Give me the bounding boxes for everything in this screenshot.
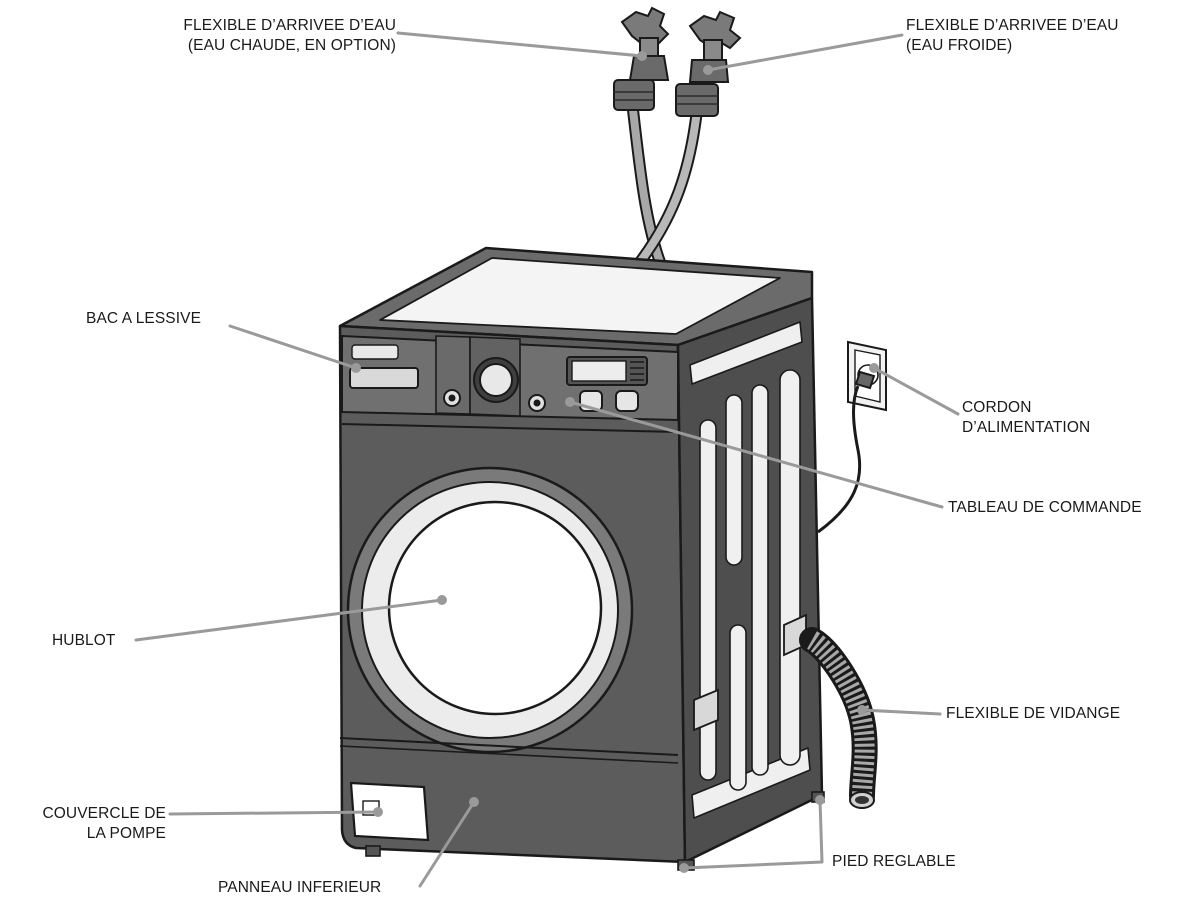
label-power-cord-line1: CORDON (962, 399, 1032, 416)
leader-dots (351, 51, 879, 873)
leader-feet (682, 798, 824, 870)
leader-hot-hose (396, 31, 644, 58)
power-outlet (847, 340, 887, 412)
leader-cold-hose (706, 33, 904, 72)
label-control-panel: TABLEAU DE COMMANDE (948, 499, 1142, 516)
label-cold-water-hose-line2: (EAU FROIDE) (906, 37, 1013, 54)
leader-power-cord (872, 366, 960, 416)
power-cord (817, 385, 862, 534)
label-hot-water-hose: FLEXIBLE D’ARRIVEE D’EAU (EAU CHAUDE, EN… (100, 16, 396, 56)
leader-lower-panel (418, 800, 476, 888)
leader-lines (134, 31, 960, 888)
leader-door (134, 598, 444, 642)
label-lower-panel: PANNEAU INFERIEUR (218, 879, 382, 896)
label-hot-water-hose-line1: FLEXIBLE D’ARRIVEE D’EAU (183, 17, 396, 34)
label-door: HUBLOT (52, 632, 116, 649)
label-power-cord: CORDON D’ALIMENTATION (962, 398, 1090, 438)
control-panel-band (341, 334, 679, 422)
label-pump-cover-line1: COUVERCLE DE (42, 805, 166, 822)
leader-drain-hose (860, 708, 942, 716)
leader-pump-cover (168, 810, 380, 816)
drain-hose (799, 627, 878, 809)
label-cold-water-hose-line1: FLEXIBLE D’ARRIVEE D’EAU (906, 17, 1119, 34)
side-ribs (699, 369, 801, 791)
inlet-hoses (627, 109, 703, 266)
label-power-cord-line2: D’ALIMENTATION (962, 419, 1091, 436)
cold-water-faucet (675, 10, 742, 117)
side-handles (693, 613, 807, 732)
label-leveling-feet: PIED REGLABLE (832, 853, 956, 870)
leader-control-panel (568, 400, 944, 509)
label-drain-hose: FLEXIBLE DE VIDANGE (946, 705, 1121, 722)
label-pump-cover-line2: LA POMPE (86, 825, 166, 842)
label-hot-water-hose-line2: (EAU CHAUDE, EN OPTION) (187, 37, 396, 54)
hot-water-faucet (613, 6, 670, 111)
label-pump-cover: COUVERCLE DE LA POMPE (0, 804, 166, 844)
label-cold-water-hose: FLEXIBLE D’ARRIVEE D’EAU (EAU FROIDE) (906, 16, 1119, 56)
door (341, 423, 679, 754)
label-detergent-drawer: BAC A LESSIVE (86, 310, 202, 327)
leader-detergent-drawer (228, 324, 358, 370)
